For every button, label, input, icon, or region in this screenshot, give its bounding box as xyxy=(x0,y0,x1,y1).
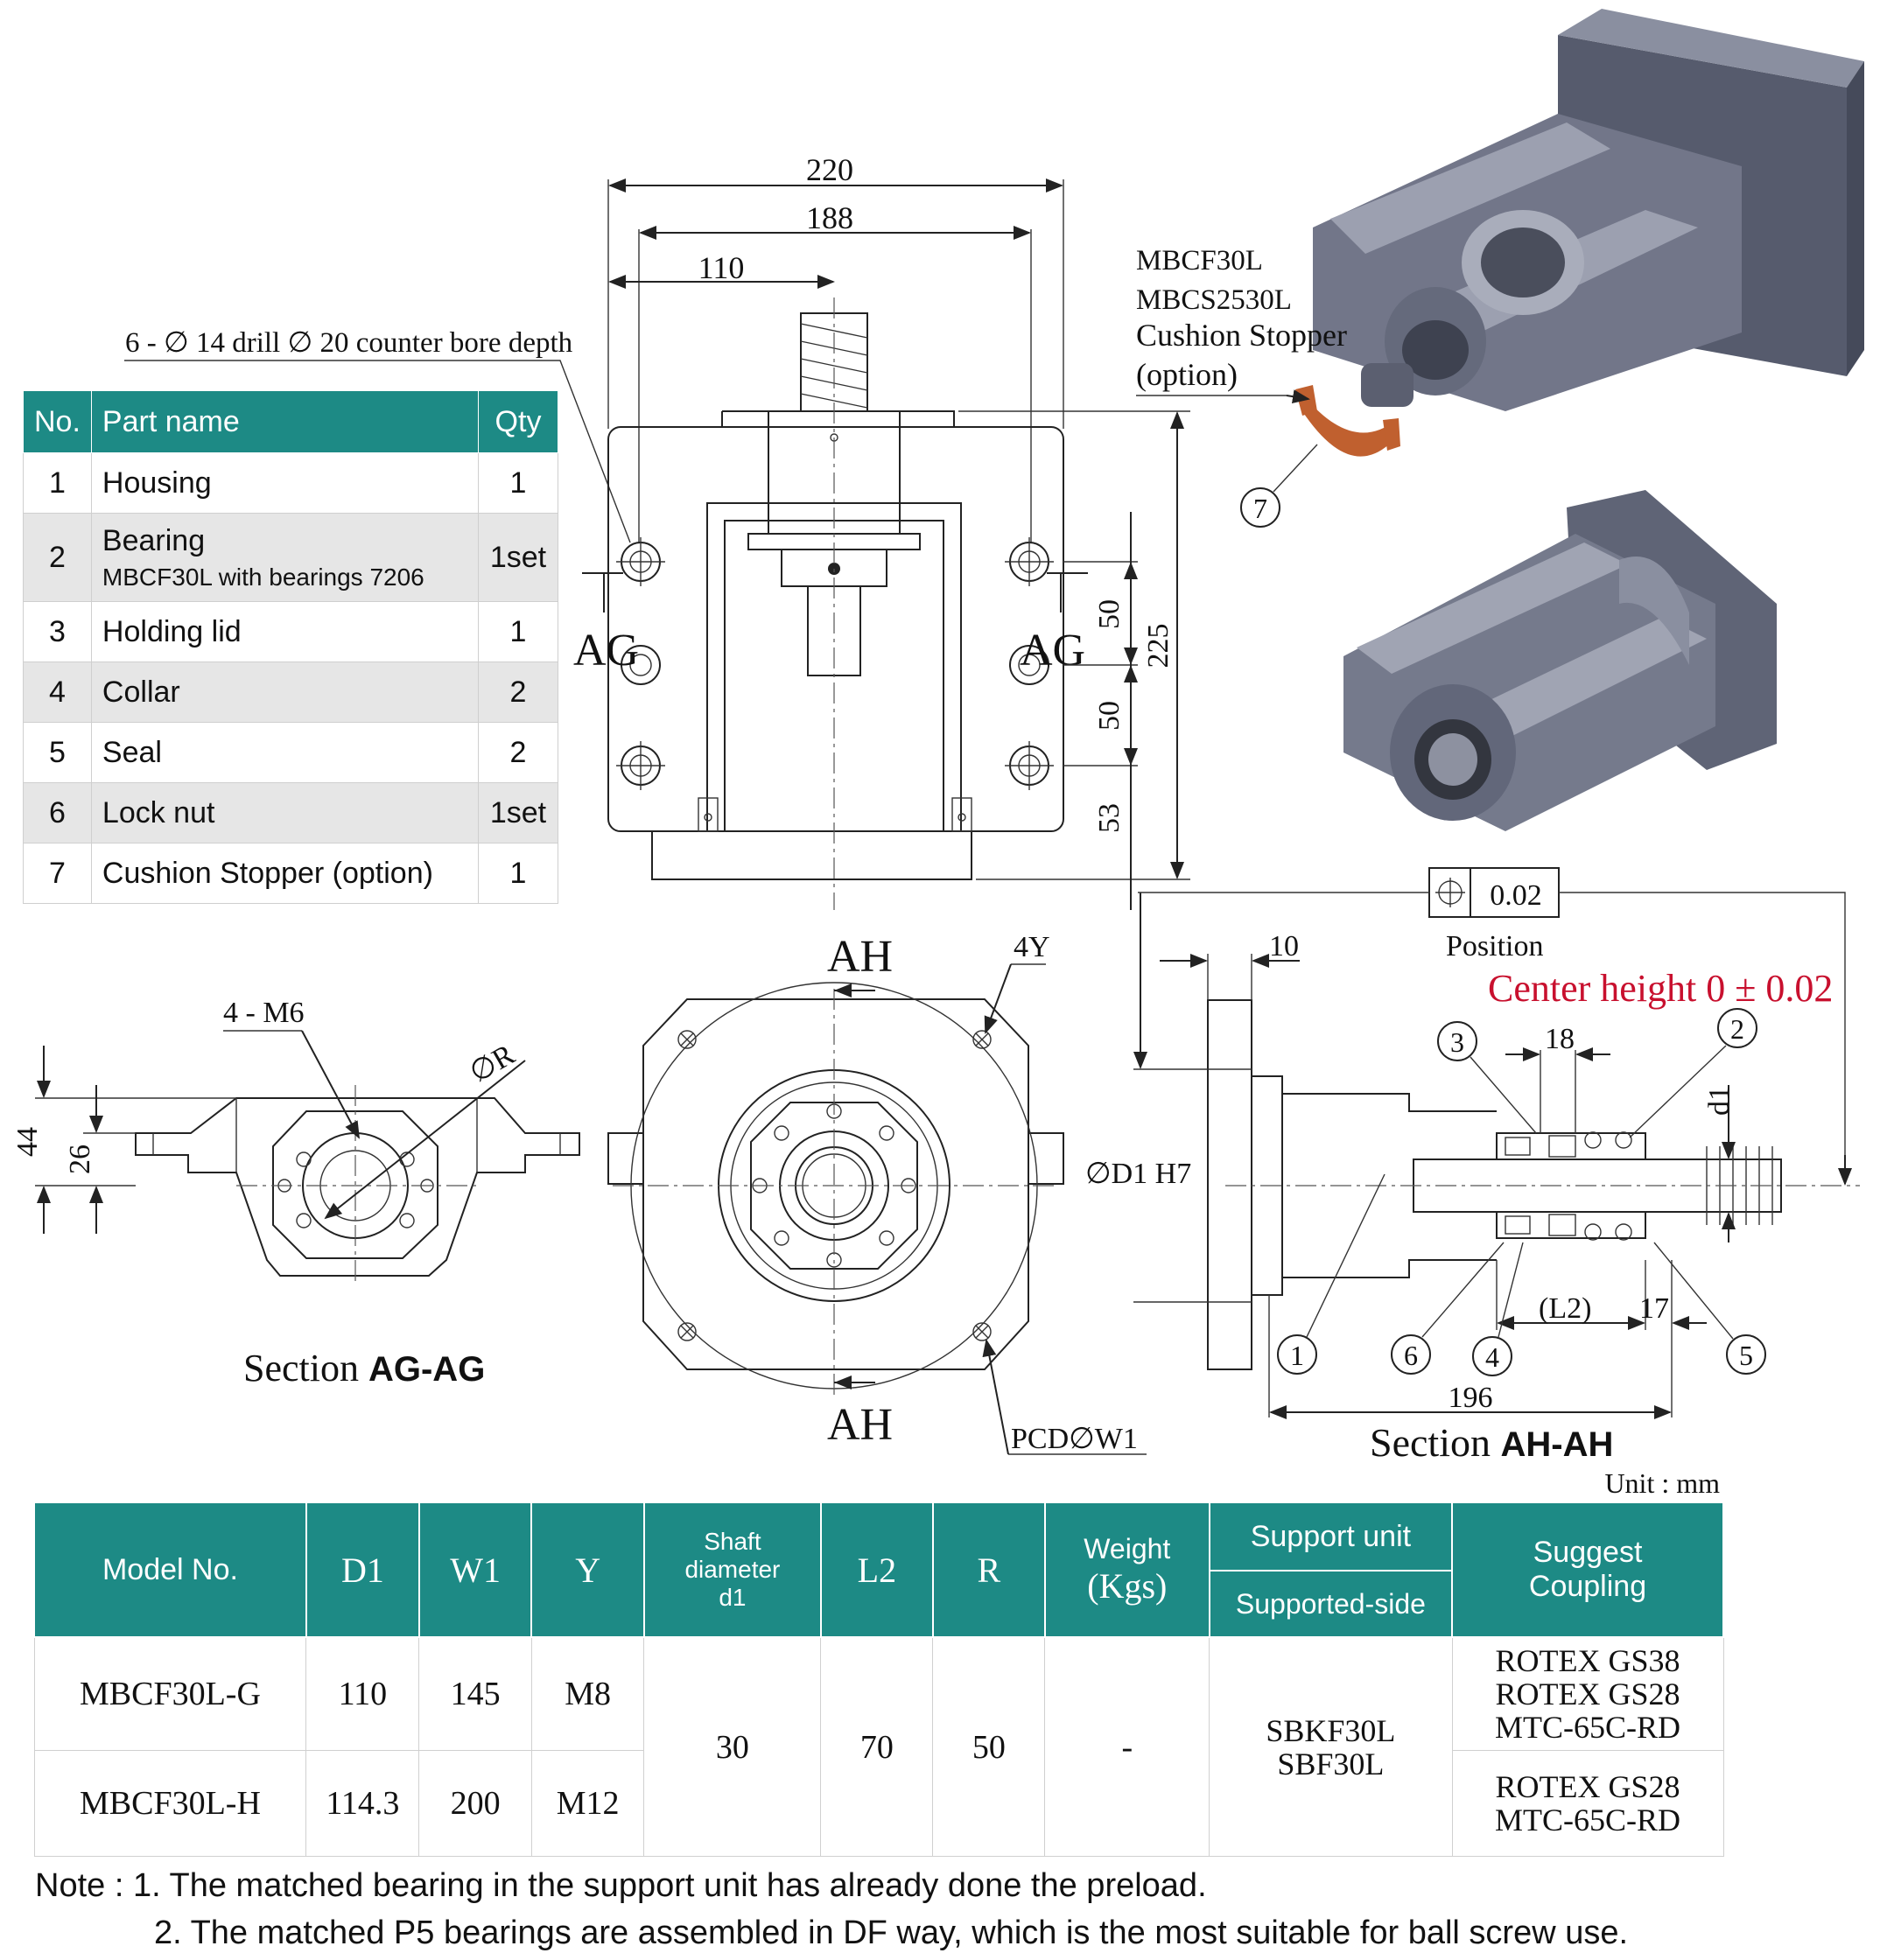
table-row: 7 Cushion Stopper (option) 1 xyxy=(23,843,558,904)
cushion-label-4: (option) xyxy=(1136,357,1238,392)
header-l2: L2 xyxy=(819,1502,934,1638)
svg-text:6: 6 xyxy=(1404,1340,1418,1371)
section-ag-view: 44 26 4 - M6 ∅R Section AG-AG xyxy=(11,997,580,1390)
cushion-label-3: Cushion Stopper xyxy=(1136,318,1347,353)
note-2: 2. The matched P5 bearings are assembled… xyxy=(154,1914,1629,1951)
dim-110: 110 xyxy=(698,250,745,285)
cushion-label-2: MBCS2530L xyxy=(1136,284,1292,316)
dim-188: 188 xyxy=(806,200,853,235)
notes: Note : 1. The matched bearing in the sup… xyxy=(35,1862,1628,1956)
part-balloons: 1 2 3 4 5 6 xyxy=(1277,1008,1766,1376)
table-row: 1 Housing 1 xyxy=(23,452,558,514)
header-model: Model No. xyxy=(33,1502,307,1638)
dim-53: 53 xyxy=(1093,803,1126,833)
section-mark-ah-bottom: AH xyxy=(827,1400,893,1450)
dim-196: 196 xyxy=(1449,1382,1493,1414)
svg-text:1: 1 xyxy=(1290,1340,1304,1371)
svg-text:5: 5 xyxy=(1739,1340,1753,1371)
table-row: 6 Lock nut 1set xyxy=(23,782,558,844)
section-ah-view: 10 ∅D1 H7 0.02 Position Center height 0 … xyxy=(1085,867,1860,1499)
table-row: 5 Seal 2 xyxy=(23,722,558,783)
header-weight: Weight (Kgs) xyxy=(1043,1502,1210,1638)
header-part-name: Part name xyxy=(90,390,480,453)
table-row: 3 Holding lid 1 xyxy=(23,601,558,662)
svg-text:3: 3 xyxy=(1450,1026,1464,1058)
section-ag-title: Section AG-AG xyxy=(243,1347,485,1390)
dim-d1: d1 xyxy=(1703,1086,1736,1116)
header-r: R xyxy=(931,1502,1046,1638)
table-row: 4 Collar 2 xyxy=(23,662,558,723)
cushion-label-1: MBCF30L xyxy=(1136,245,1263,276)
dim-225: 225 xyxy=(1142,624,1175,668)
cushion-stopper-callout: MBCF30L MBCS2530L Cushion Stopper (optio… xyxy=(1136,245,1347,528)
radius-callout: ∅R xyxy=(465,1039,521,1089)
dim-44: 44 xyxy=(11,1127,44,1157)
part-name: Bearing xyxy=(102,523,206,557)
parts-header-row: No. Part name Qty xyxy=(23,390,558,453)
pcd-callout: PCD∅W1 xyxy=(1011,1423,1138,1455)
header-no: No. xyxy=(23,390,92,453)
tolerance-label: Position xyxy=(1446,930,1543,962)
header-y: Y xyxy=(530,1502,645,1638)
dim-50b: 50 xyxy=(1093,701,1126,731)
header-supported-side: Supported-side xyxy=(1208,1570,1454,1638)
dim-18: 18 xyxy=(1545,1023,1575,1055)
isometric-render-assembly xyxy=(1295,9,1864,457)
dim-17: 17 xyxy=(1639,1292,1669,1325)
hole-note: 6 - ∅ 14 drill ∅ 20 counter bore depth xyxy=(125,327,573,359)
part-detail: MBCF30L with bearings 7206 xyxy=(102,563,424,591)
section-ah-title: Section AH-AH xyxy=(1370,1420,1613,1465)
bore-dim: ∅D1 H7 xyxy=(1085,1158,1191,1190)
thread-callout: 4 - M6 xyxy=(223,997,305,1029)
note-1: Note : 1. The matched bearing in the sup… xyxy=(35,1867,1207,1904)
end-view: AH AH 4Y PCD∅W1 xyxy=(607,931,1147,1455)
svg-text:4: 4 xyxy=(1485,1341,1499,1373)
y-callout: 4Y xyxy=(1014,931,1050,963)
header-d1: D1 xyxy=(305,1502,420,1638)
isometric-render-housing xyxy=(1343,490,1777,831)
section-mark-ah-top: AH xyxy=(827,932,893,982)
dim-l2: (L2) xyxy=(1539,1292,1591,1325)
dim-50a: 50 xyxy=(1093,599,1126,629)
header-qty: Qty xyxy=(478,390,558,453)
dim-26: 26 xyxy=(64,1144,96,1174)
header-w1: W1 xyxy=(417,1502,533,1638)
header-support-unit: Support unit xyxy=(1208,1502,1454,1572)
counterbore-holes xyxy=(616,537,1054,790)
section-mark-ag-left: AG xyxy=(573,626,639,676)
balloon-7: 7 xyxy=(1253,493,1267,524)
section-mark-ag-right: AG xyxy=(1020,626,1085,676)
svg-text:2: 2 xyxy=(1730,1013,1744,1045)
unit-label: Unit : mm xyxy=(1604,1467,1720,1499)
center-height-note: Center height 0 ± 0.02 xyxy=(1488,967,1833,1010)
front-view: 220 188 110 6 - ∅ 14 drill ∅ 20 counter … xyxy=(124,152,1190,910)
tolerance-value: 0.02 xyxy=(1490,879,1542,912)
dim-220: 220 xyxy=(806,152,853,187)
dim-10: 10 xyxy=(1269,930,1299,962)
